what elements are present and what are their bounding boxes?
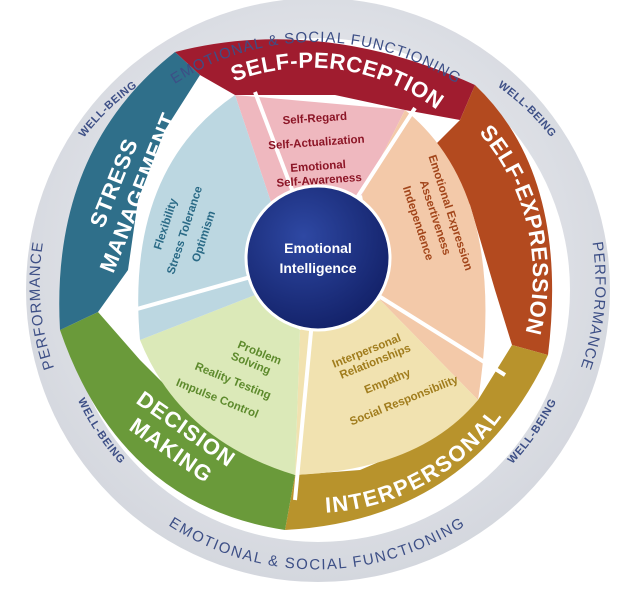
self-expression-inner — [362, 110, 486, 400]
center-line-1: Emotional — [284, 240, 352, 256]
self-perception-band — [175, 39, 475, 120]
interpersonal-inner — [295, 300, 478, 475]
decision-making-inner — [140, 295, 300, 475]
self-expression-band — [435, 85, 553, 355]
decision-making-band — [60, 312, 295, 530]
interpersonal-band — [285, 345, 548, 530]
self-perception-item: Self-Awareness — [276, 172, 362, 190]
self-perception-item: Emotional — [290, 159, 346, 175]
stress-management-band — [59, 52, 200, 330]
center-line-2: Intelligence — [279, 260, 356, 276]
band-sectors — [59, 39, 553, 530]
self-perception-item: Self-Regard — [282, 111, 347, 127]
center-circle — [244, 184, 392, 332]
